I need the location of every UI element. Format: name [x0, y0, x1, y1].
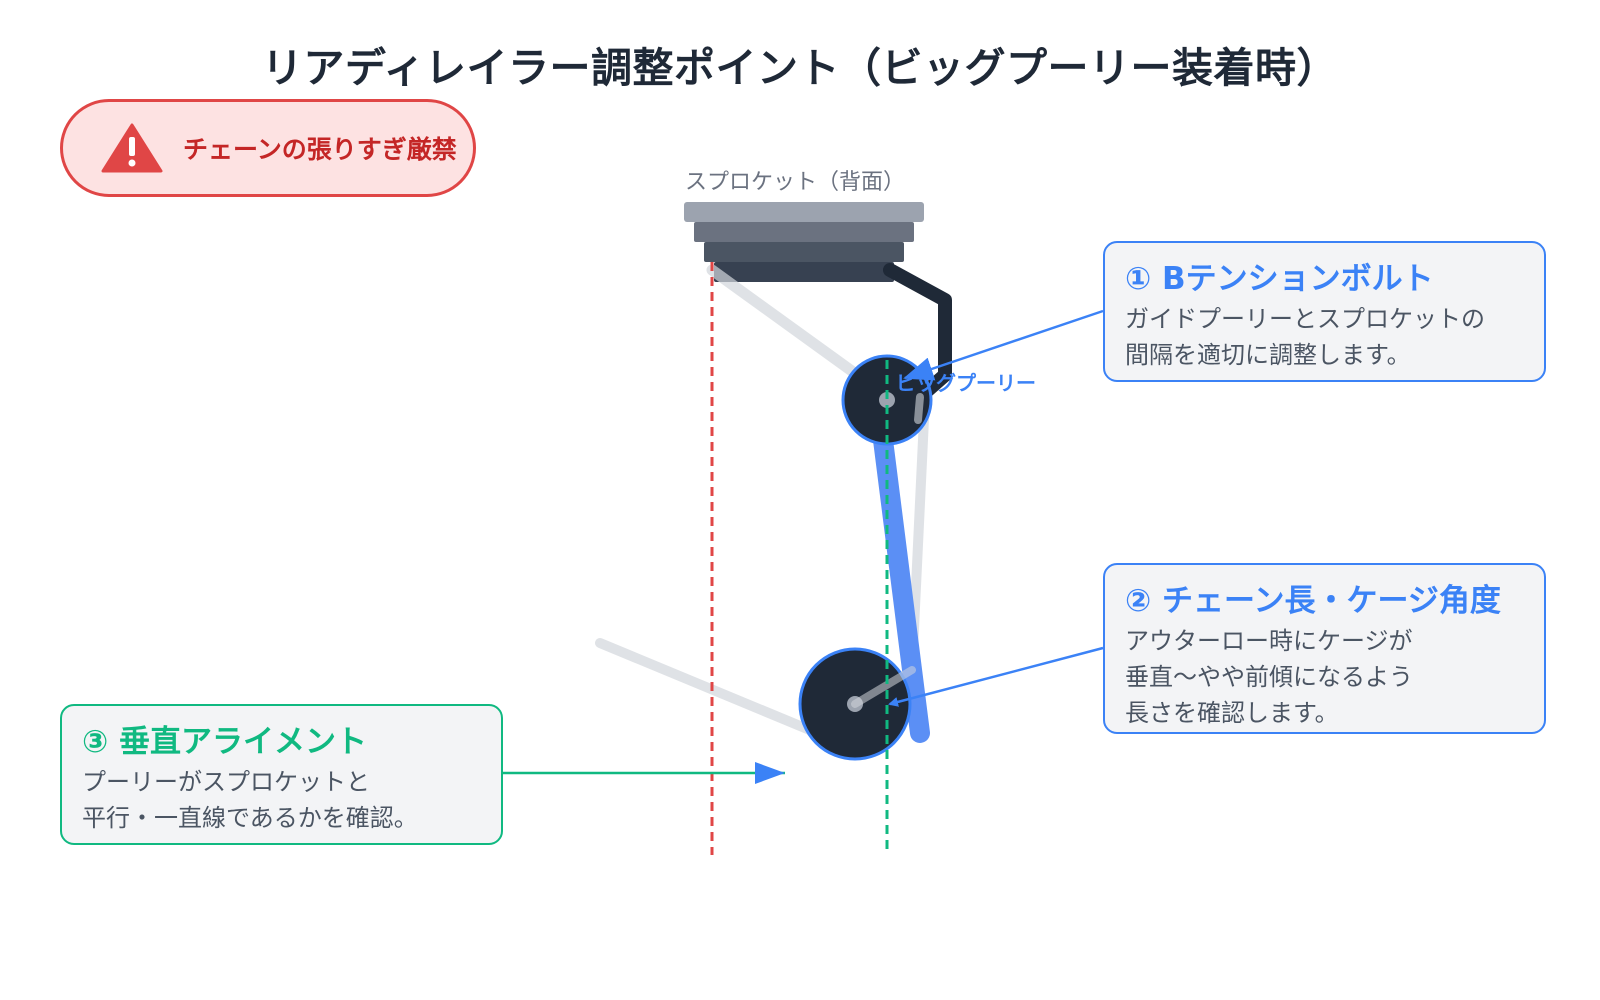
callout-title: ③ 垂直アライメント: [82, 724, 368, 760]
callout-chain-length: ② チェーン長・ケージ角度 アウターロー時にケージが 垂直〜やや前傾になるよう …: [1103, 563, 1546, 734]
sprocket-small: [704, 242, 904, 262]
sprocket-label: スプロケット（背面）: [685, 170, 905, 195]
warning-triangle-icon: [101, 123, 163, 173]
callout-body-line: 平行・一直線であるかを確認。: [82, 804, 418, 832]
callout-2-pointer: [888, 646, 1104, 707]
callout-3-arrowhead: [755, 762, 785, 784]
callout-b-tension-bolt: ① Bテンションボルト ガイドプーリーとスプロケットの 間隔を適切に調整します。: [1103, 241, 1546, 382]
callout-body-line: 垂直〜やや前傾になるよう: [1125, 663, 1413, 691]
sprocket-large: [684, 202, 924, 222]
warning-text: チェーンの張りすぎ厳禁: [183, 135, 457, 164]
derailleur-arm: [883, 263, 952, 404]
sprocket-smallest: [714, 262, 894, 282]
callout-body-line: 長さを確認します。: [1125, 699, 1339, 727]
warning-badge: チェーンの張りすぎ厳禁: [60, 99, 476, 197]
sprocket-mid: [694, 222, 914, 242]
callout-vertical-alignment: ③ 垂直アライメント プーリーがスプロケットと 平行・一直線であるかを確認。: [60, 704, 503, 845]
callout-title: ② チェーン長・ケージ角度: [1125, 583, 1501, 619]
callout-title: ① Bテンションボルト: [1125, 261, 1434, 297]
callout-body-line: プーリーがスプロケットと: [82, 768, 370, 796]
sprocket-stack: [684, 202, 924, 282]
callout-body-line: 間隔を適切に調整します。: [1125, 341, 1411, 369]
callout-1-pointer: [903, 309, 1104, 381]
callout-body-line: ガイドプーリーとスプロケットの: [1125, 305, 1485, 333]
page-title: リアディレイラー調整ポイント（ビッグプーリー装着時）: [261, 44, 1339, 92]
callout-body-line: アウターロー時にケージが: [1125, 627, 1413, 655]
